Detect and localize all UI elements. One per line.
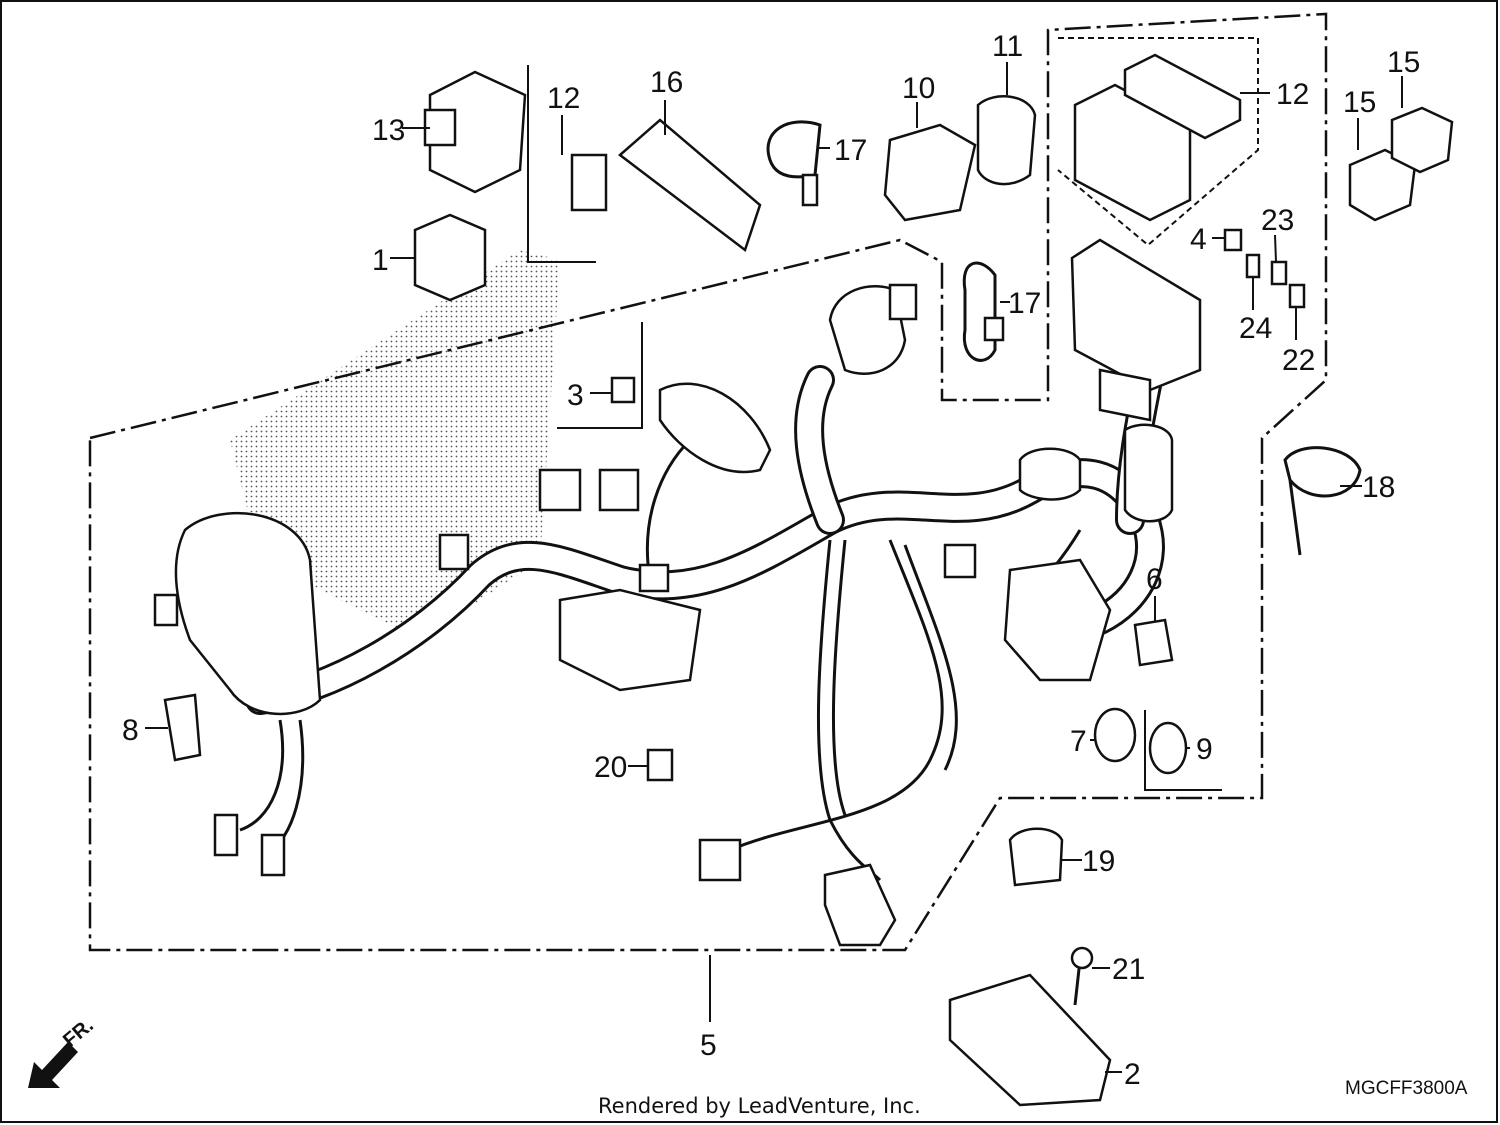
callout-14: 13 — [372, 114, 405, 147]
callout-13: 12 — [547, 82, 580, 115]
callout-17a: 17 — [834, 134, 867, 167]
callout-24: 24 — [1239, 312, 1272, 345]
callout-15a: 15 — [1343, 86, 1376, 119]
callout-4: 4 — [1190, 223, 1207, 256]
center-connectors — [538, 382, 897, 947]
front-arrow-icon: FR. — [28, 1014, 98, 1088]
callout-5: 5 — [700, 1029, 717, 1062]
callout-20: 20 — [594, 751, 627, 784]
callout-21: 21 — [1112, 953, 1145, 986]
callout-19: 19 — [1082, 845, 1115, 878]
callout-18: 18 — [1362, 471, 1395, 504]
callout-8: 8 — [122, 714, 139, 747]
callout-16: 16 — [650, 66, 683, 99]
callout-11: 11 — [992, 30, 1023, 63]
callout-2: 2 — [1124, 1058, 1141, 1091]
callout-1: 1 — [372, 244, 389, 277]
bracket-12 — [1057, 37, 1259, 247]
credit-text: Rendered by LeadVenture, Inc. — [598, 1094, 921, 1118]
bracket-9 — [1144, 710, 1222, 791]
small-parts — [163, 53, 1454, 1107]
top-motor — [828, 283, 918, 375]
callout-6: 6 — [1146, 563, 1163, 596]
left-connector-cluster — [153, 511, 470, 877]
leader-lines — [145, 62, 1403, 1073]
callout-22: 22 — [1282, 344, 1315, 377]
callout-12: 12 — [1276, 78, 1309, 111]
callout-17b: 17 — [1008, 287, 1041, 320]
fuse-box-assembly — [943, 238, 1202, 682]
bracket-3 — [557, 322, 643, 429]
drawing-code: MGCFF3800A — [1345, 1078, 1468, 1099]
callout-9: 9 — [1196, 733, 1213, 766]
bracket-13 — [527, 65, 596, 263]
callout-labels: 13 1 12 16 17 10 11 12 15 15 17 4 23 24 … — [122, 30, 1420, 1091]
callout-3: 3 — [567, 379, 584, 412]
callout-23: 23 — [1261, 204, 1294, 237]
callout-15b: 15 — [1387, 46, 1420, 79]
assembly-boundary — [88, 12, 1328, 952]
callout-7: 7 — [1070, 725, 1087, 758]
callout-10: 10 — [902, 72, 935, 105]
shaded-area — [230, 250, 560, 640]
